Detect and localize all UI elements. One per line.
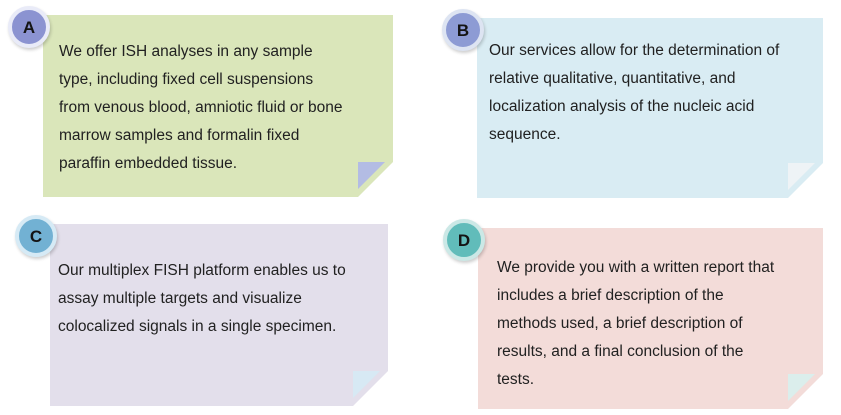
folded-corner-icon (353, 371, 380, 398)
note-background (478, 228, 823, 409)
note-card-c: C Our multiplex FISH platform enables us… (15, 215, 388, 406)
badge-letter: A (22, 17, 36, 37)
badge-a: A (8, 6, 50, 48)
note-background (43, 15, 393, 197)
note-card-a: A We offer ISH analyses in any sample ty… (8, 6, 393, 197)
note-background (477, 18, 823, 198)
note-text: Our multiplex FISH platform enables us t… (58, 262, 346, 335)
note-card-d: D We provide you with a written report t… (443, 219, 823, 409)
badge-d: D (443, 219, 485, 261)
note-background (50, 224, 388, 406)
note-text: Our services allow for the determination… (489, 42, 780, 143)
badge-letter: B (456, 20, 470, 40)
note-text: We provide you with a written report tha… (497, 259, 775, 388)
badge-b: B (442, 9, 484, 51)
badge-letter: D (457, 230, 471, 250)
badge-letter: C (29, 226, 43, 246)
badge-c: C (15, 215, 57, 257)
note-card-b: B Our services allow for the determinati… (442, 9, 823, 198)
note-text: We offer ISH analyses in any sample type… (59, 43, 343, 172)
